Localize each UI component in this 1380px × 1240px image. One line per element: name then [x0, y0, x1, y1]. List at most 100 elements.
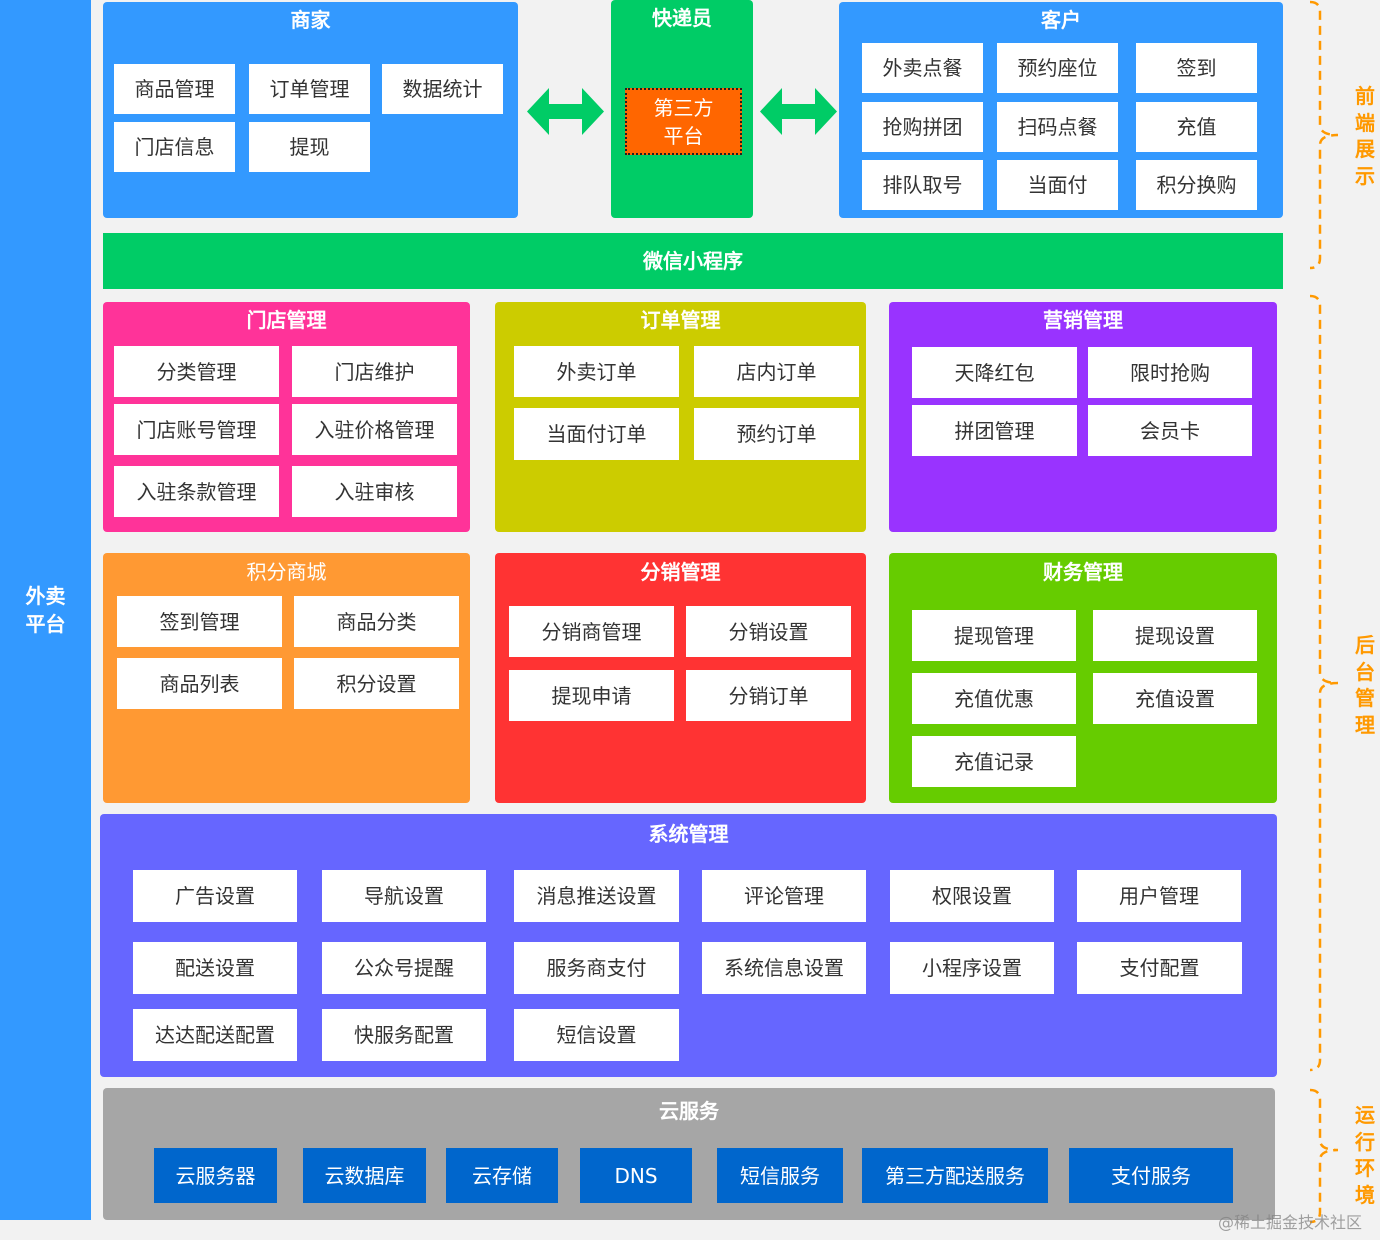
order-management-title: 订单管理 [640, 308, 721, 332]
platform-label-line-2: 平台 [25, 612, 66, 636]
third-party-platform-box: 第三方 平台 [625, 88, 742, 155]
points-product-category-box: 商品分类 [294, 596, 459, 647]
store-entry-review-box: 入驻审核 [292, 466, 457, 517]
store-management-title: 门店管理 [246, 308, 327, 332]
double-arrow-shape [527, 88, 604, 135]
finance-recharge-records-box: 充值记录 [912, 736, 1076, 787]
system-quick-service-config-box: 快服务配置 [322, 1009, 486, 1061]
distribution-management-title: 分销管理 [640, 560, 721, 584]
marketing-membership-card-box: 会员卡 [1088, 405, 1252, 456]
system-permission-settings-box: 权限设置 [890, 870, 1054, 922]
platform-label-line-1: 外卖 [25, 584, 66, 608]
distribution-management-panel: 分销管理 分销商管理 分销设置 提现申请 分销订单 [495, 553, 866, 803]
system-ad-settings-box: 广告设置 [133, 870, 297, 922]
merchant-store-info-box: 门店信息 [114, 122, 235, 172]
system-info-settings-box: 系统信息设置 [702, 942, 866, 994]
finance-withdrawal-settings-box: 提现设置 [1093, 610, 1257, 661]
cloud-sms-service-box: 短信服务 [717, 1148, 843, 1203]
distribution-settings-box: 分销设置 [686, 606, 851, 657]
merchant-title: 商家 [290, 8, 331, 32]
layer-braces [1309, 0, 1339, 1224]
marketing-management-title: 营销管理 [1043, 308, 1123, 332]
system-delivery-settings-box: 配送设置 [133, 942, 297, 994]
cloud-database-box: 云数据库 [303, 1148, 426, 1203]
order-face-to-face-pay-orders-box: 当面付订单 [514, 408, 679, 460]
store-entry-price-management-box: 入驻价格管理 [292, 404, 457, 455]
order-takeaway-orders-box: 外卖订单 [514, 346, 679, 397]
finance-management-title: 财务管理 [1043, 560, 1123, 584]
third-party-label-line-2: 平台 [663, 123, 704, 148]
customer-flash-group-buy-box: 抢购拼团 [862, 102, 983, 152]
system-mini-program-settings-box: 小程序设置 [890, 942, 1054, 994]
customer-title: 客户 [1041, 8, 1081, 32]
cloud-storage-box: 云存储 [446, 1148, 558, 1203]
frontend-layer-brace [1309, 0, 1339, 270]
customer-scan-to-order-box: 扫码点餐 [997, 102, 1118, 152]
order-reservation-orders-box: 预约订单 [694, 408, 859, 460]
marketing-flash-sale-box: 限时抢购 [1088, 347, 1252, 398]
store-account-management-box: 门店账号管理 [114, 404, 279, 455]
courier-customer-double-arrow-icon [760, 88, 837, 135]
store-entry-terms-management-box: 入驻条款管理 [114, 466, 279, 517]
customer-check-in-box: 签到 [1136, 43, 1257, 93]
merchant-withdraw-box: 提现 [249, 122, 370, 172]
cloud-third-party-delivery-service-box: 第三方配送服务 [862, 1148, 1048, 1203]
backend-layer-brace [1309, 294, 1339, 1072]
marketing-management-panel: 营销管理 天降红包 限时抢购 拼团管理 会员卡 [889, 302, 1277, 532]
customer-face-to-face-pay-box: 当面付 [997, 160, 1118, 210]
system-user-management-box: 用户管理 [1077, 870, 1241, 922]
points-product-list-box: 商品列表 [117, 658, 282, 709]
finance-recharge-settings-box: 充值设置 [1093, 673, 1257, 724]
system-navigation-settings-box: 导航设置 [322, 870, 486, 922]
runtime-layer-brace [1309, 1088, 1339, 1224]
double-arrow-shape [760, 88, 837, 135]
system-dada-delivery-config-box: 达达配送配置 [133, 1009, 297, 1061]
store-category-management-box: 分类管理 [114, 346, 279, 397]
order-in-store-orders-box: 店内订单 [694, 346, 859, 397]
merchant-order-management-box: 订单管理 [249, 64, 370, 114]
system-management-title: 系统管理 [648, 822, 729, 846]
store-management-panel: 门店管理 分类管理 门店维护 门店账号管理 入驻价格管理 入驻条款管理 入驻审核 [103, 302, 470, 532]
frontend-layer-label: 前端展示 [1355, 84, 1375, 188]
cloud-server-box: 云服务器 [154, 1148, 277, 1203]
watermark: @稀土掘金技术社区 [1218, 1213, 1363, 1232]
cloud-payment-service-box: 支付服务 [1069, 1148, 1233, 1203]
marketing-red-envelope-box: 天降红包 [912, 347, 1077, 398]
merchant-product-management-box: 商品管理 [114, 64, 235, 114]
customer-seat-reservation-box: 预约座位 [997, 43, 1118, 93]
customer-queue-number-box: 排队取号 [862, 160, 983, 210]
backend-layer-label: 后台管理 [1355, 633, 1375, 737]
points-mall-panel: 积分商城 签到管理 商品分类 商品列表 积分设置 [103, 553, 470, 803]
customer-points-exchange-box: 积分换购 [1136, 160, 1257, 210]
courier-panel: 快递员 第三方 平台 [611, 0, 753, 218]
system-payment-config-box: 支付配置 [1077, 942, 1242, 994]
third-party-label-line-1: 第三方 [653, 95, 714, 120]
system-push-notification-settings-box: 消息推送设置 [514, 870, 679, 922]
platform-sidebar: 外卖 平台 [0, 0, 91, 1220]
cloud-services-panel: 云服务 云服务器 云数据库 云存储 DNS 短信服务 第三方配送服务 支付服务 [103, 1088, 1275, 1220]
system-management-panel: 系统管理 广告设置 导航设置 消息推送设置 评论管理 权限设置 用户管理 配送设… [100, 814, 1277, 1077]
distributor-management-box: 分销商管理 [509, 606, 674, 657]
system-comment-management-box: 评论管理 [702, 870, 866, 922]
points-mall-title: 积分商城 [246, 560, 327, 584]
order-management-panel: 订单管理 外卖订单 店内订单 当面付订单 预约订单 [495, 302, 866, 532]
store-maintenance-box: 门店维护 [292, 346, 457, 397]
finance-recharge-discount-box: 充值优惠 [912, 673, 1076, 724]
distribution-withdrawal-requests-box: 提现申请 [509, 670, 674, 721]
distribution-orders-box: 分销订单 [686, 670, 851, 721]
merchant-courier-double-arrow-icon [527, 88, 604, 135]
merchant-panel: 商家 商品管理 订单管理 数据统计 门店信息 提现 [103, 2, 518, 218]
points-check-in-management-box: 签到管理 [117, 596, 282, 647]
points-settings-box: 积分设置 [294, 658, 459, 709]
system-official-account-reminder-box: 公众号提醒 [322, 942, 486, 994]
customer-recharge-box: 充值 [1136, 102, 1257, 152]
mini-program-title: 微信小程序 [643, 249, 743, 273]
customer-panel: 客户 外卖点餐 预约座位 签到 抢购拼团 扫码点餐 充值 排队取号 当面付 积分… [839, 2, 1283, 218]
system-sms-settings-box: 短信设置 [514, 1009, 679, 1061]
finance-withdrawal-management-box: 提现管理 [912, 610, 1076, 661]
merchant-data-statistics-box: 数据统计 [382, 64, 503, 114]
finance-management-panel: 财务管理 提现管理 提现设置 充值优惠 充值设置 充值记录 [889, 553, 1277, 803]
cloud-dns-box: DNS [580, 1148, 692, 1203]
marketing-group-buy-management-box: 拼团管理 [912, 405, 1077, 456]
runtime-layer-label: 运行环境 [1355, 1103, 1375, 1207]
